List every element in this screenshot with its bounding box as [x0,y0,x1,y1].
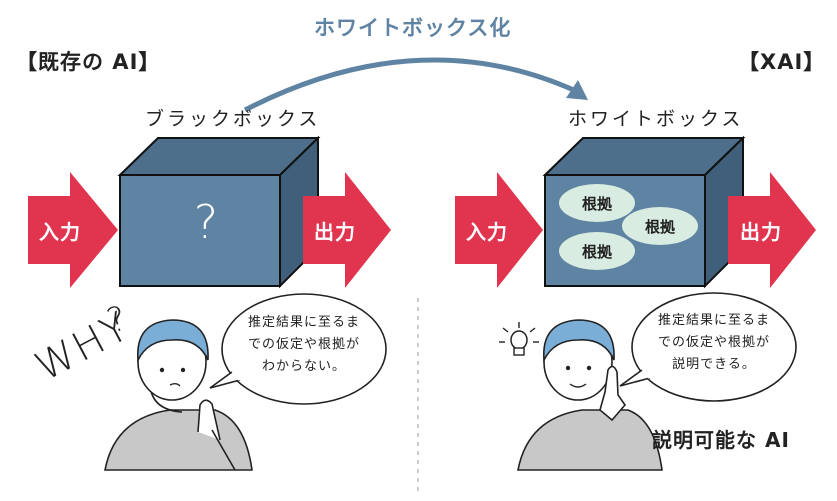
right-bubble-line-3: 説明できる。 [672,357,756,372]
right-output-arrow [728,172,816,288]
transition-arrowhead [566,80,588,100]
left-bubble-line-1: 推定結果に至るま [247,315,360,330]
happy-person [517,319,663,471]
question-mark-icon: ? [193,195,219,249]
chip-bg-3 [559,232,635,270]
lightbulb-icon [499,322,539,356]
right-input-label: 入力 [466,220,508,244]
left-input-arrow [28,172,118,288]
chip-bg-1 [559,184,635,222]
right-bubble-text: 推定結果に至るま での仮定や根拠が 説明できる。 [646,310,782,376]
right-input-arrow [455,172,543,288]
right-bubble-line-2: での仮定や根拠が [657,335,770,350]
right-speech-bubble [619,292,797,402]
black-box [117,135,321,289]
left-output-arrow [303,172,391,288]
left-speech-bubble [209,293,387,405]
right-heading: 【XAI】 [738,50,826,74]
transition-label: ホワイトボックス化 [314,16,512,40]
left-input-label: 入力 [39,220,81,244]
left-output-label: 出力 [314,220,356,244]
chip-bg-2 [622,207,698,245]
evidence-chip-3: 根拠 [581,243,612,261]
left-heading: 【既存の AI】 [16,50,161,74]
right-bubble-line-1: 推定結果に至るま [657,313,770,328]
evidence-chip-2: 根拠 [644,218,675,236]
transition-arrow [243,57,580,113]
xai-caption: 説明可能な AI [652,428,790,452]
left-bubble-line-2: での仮定や根拠が [247,337,360,352]
left-box-title: ブラックボックス [145,108,321,130]
left-bubble-line-3: わからない。 [261,359,346,374]
right-output-label: 出力 [740,220,782,244]
confused-person [104,319,253,471]
right-box-title: ホワイトボックス [568,108,744,130]
evidence-chip-1: 根拠 [581,195,612,213]
left-bubble-text: 推定結果に至るま での仮定や根拠が わからない。 [236,312,372,378]
